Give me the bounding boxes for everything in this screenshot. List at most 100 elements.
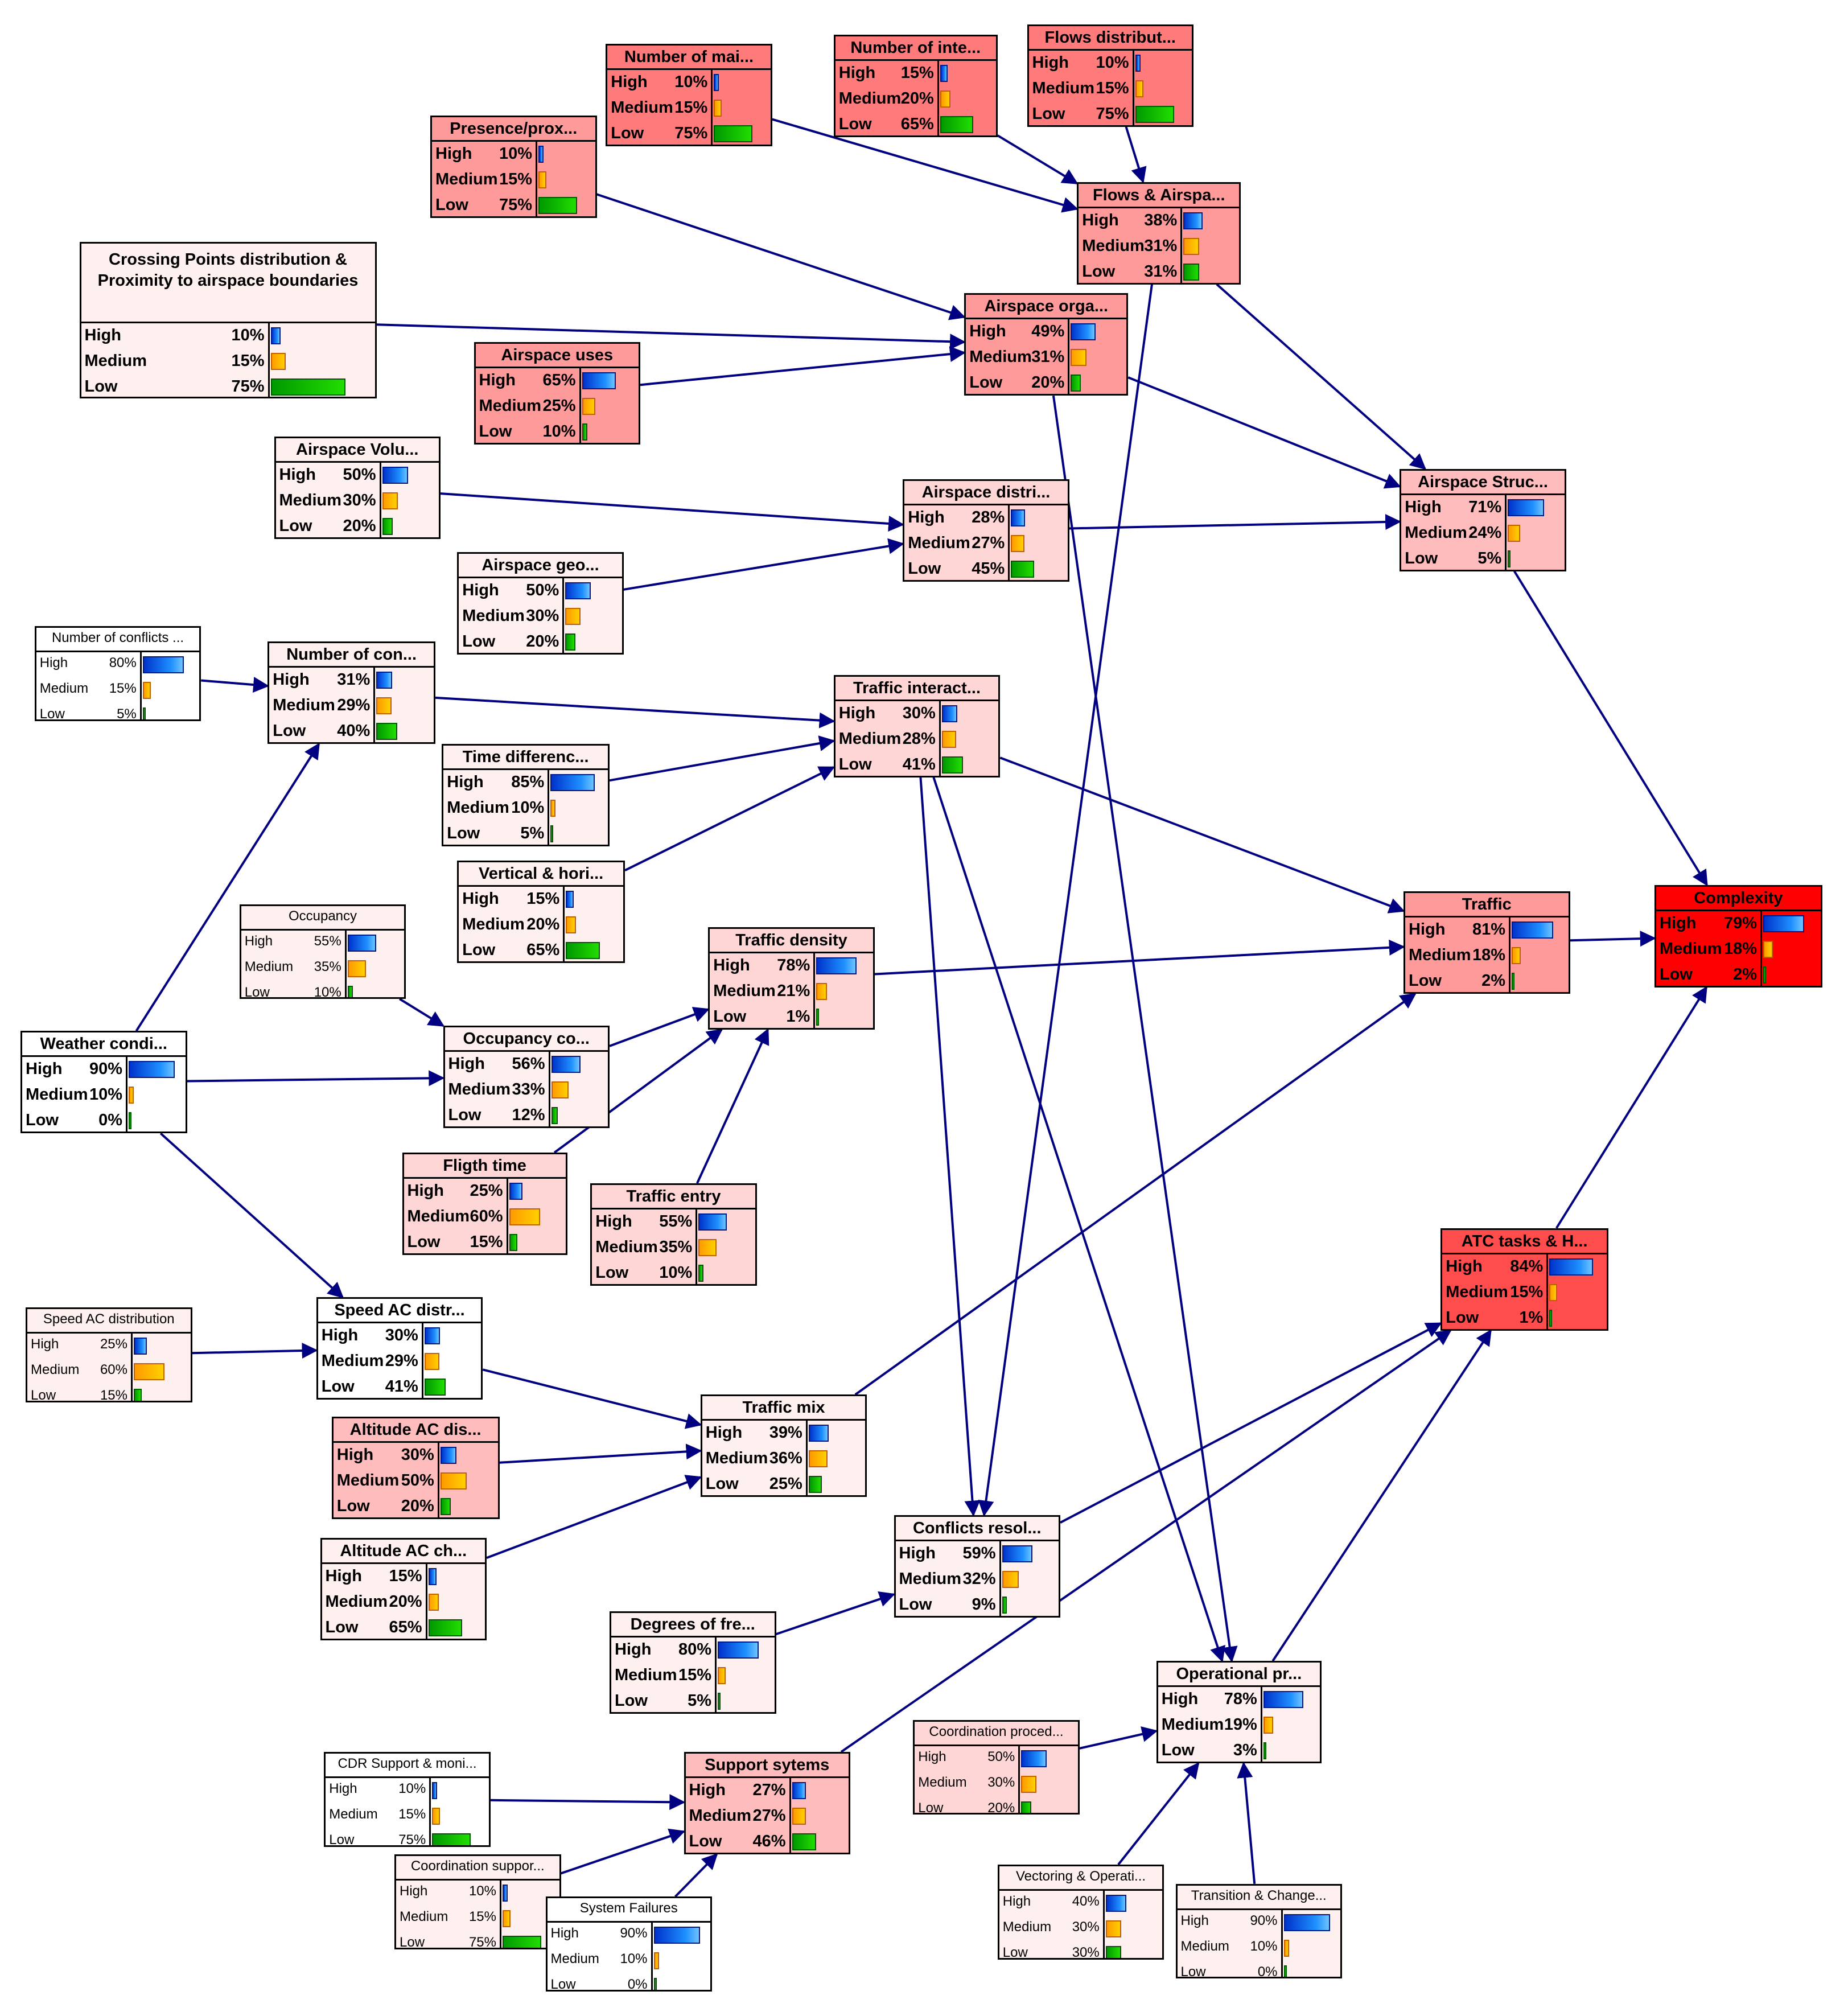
- probability-bar-high: [1549, 1258, 1594, 1276]
- state-value: 10%: [468, 1883, 496, 1899]
- state-value: 40%: [337, 722, 371, 740]
- state-value: 30%: [987, 1774, 1015, 1790]
- bar-divider: [1018, 1746, 1020, 1813]
- probability-bar-medium: [566, 916, 577, 933]
- node-title: Traffic entry: [592, 1185, 755, 1209]
- bar-divider: [1505, 495, 1507, 570]
- state-value: 25%: [542, 396, 576, 415]
- state-value: 79%: [1723, 914, 1757, 932]
- probability-bar-high: [503, 1885, 508, 1902]
- bar-divider: [131, 1334, 133, 1401]
- state-label: Low: [713, 1007, 747, 1026]
- state-label: Medium: [838, 729, 902, 748]
- state-label: Medium: [462, 606, 525, 625]
- state-label: Low: [273, 722, 306, 740]
- node-crossing[interactable]: Crossing Points distribution & Proximity…: [79, 242, 377, 398]
- state-value: 15%: [470, 1233, 503, 1251]
- edge-operational-to-atc-tasks: [1271, 1329, 1492, 1662]
- state-value: 3%: [1233, 1741, 1257, 1760]
- probability-bar-high: [1021, 1750, 1047, 1767]
- edge-coord-support-to-support-systems: [560, 1828, 686, 1875]
- probability-bar-high: [424, 1327, 440, 1345]
- bar-divider: [789, 1778, 791, 1853]
- state-value: 20%: [526, 915, 560, 933]
- node-title: Degrees of fre...: [611, 1613, 775, 1638]
- state-value: 10%: [1096, 53, 1129, 72]
- state-label: Medium: [336, 1471, 400, 1490]
- state-value: 20%: [526, 632, 559, 651]
- state-value: 25%: [470, 1182, 503, 1200]
- state-label: High: [1405, 497, 1442, 516]
- probability-bar-high: [376, 672, 393, 689]
- bar-divider: [562, 578, 565, 653]
- state-label: Low: [1002, 1945, 1028, 1960]
- node-title: CDR Support & moni...: [326, 1754, 489, 1778]
- state-value: 29%: [337, 696, 371, 715]
- bar-divider: [651, 1923, 653, 1990]
- probability-bar-medium: [142, 682, 151, 700]
- state-value: 18%: [1472, 946, 1505, 964]
- probability-bar-low: [1183, 263, 1200, 281]
- state-label: Medium: [918, 1774, 967, 1790]
- probability-bar-high: [1763, 915, 1804, 932]
- state-value: 40%: [1072, 1894, 1100, 1909]
